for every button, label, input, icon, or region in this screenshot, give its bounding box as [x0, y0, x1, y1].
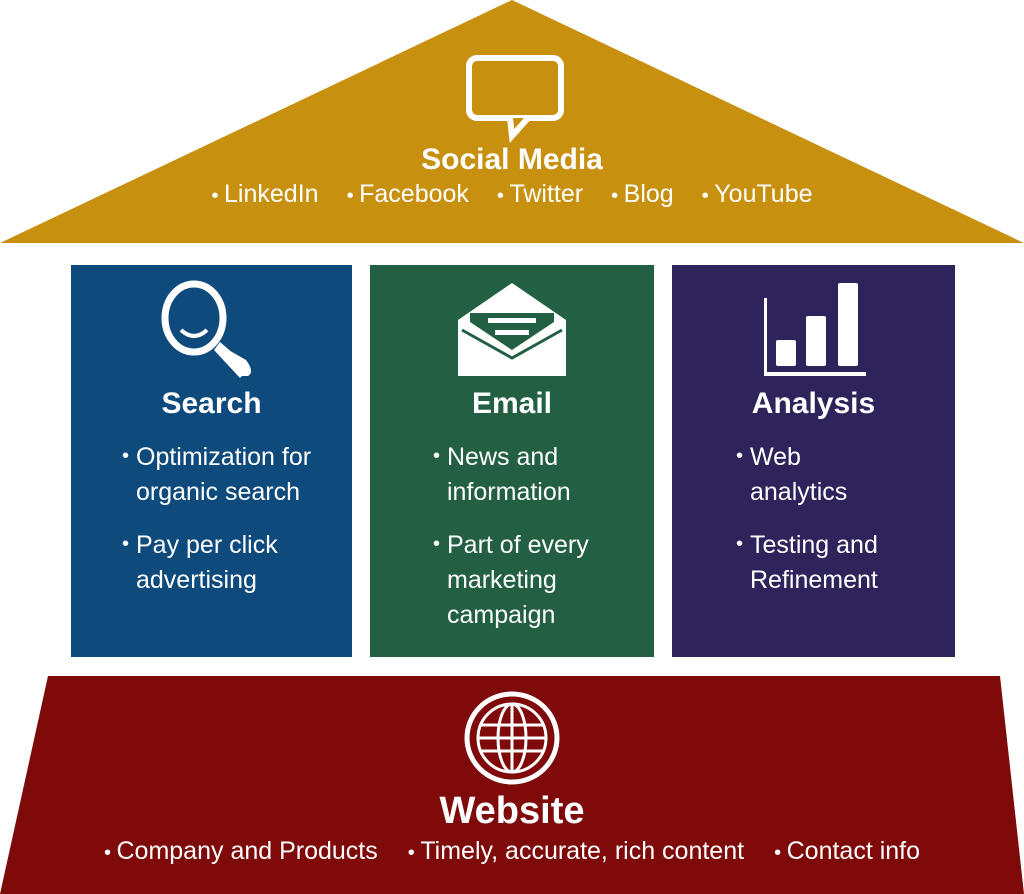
magnifier-icon: [161, 280, 252, 378]
social-item: Twitter: [497, 180, 583, 209]
envelope-icon: [458, 283, 566, 376]
social-media-title: Social Media: [421, 143, 603, 176]
search-list: Optimization for organic search Pay per …: [122, 439, 347, 616]
analysis-list: Web analytics Testing and Refinement: [736, 439, 906, 616]
analysis-title: Analysis: [751, 387, 876, 420]
website-item: Contact info: [774, 837, 920, 866]
list-item: Web analytics: [736, 439, 860, 510]
website-item: Timely, accurate, rich content: [408, 837, 744, 866]
website-title: Website: [439, 790, 585, 832]
search-title: Search: [161, 387, 262, 420]
list-item: Optimization for organic search: [122, 439, 347, 510]
email-pillar-content: Email News and information Part of every…: [370, 265, 654, 657]
email-list: News and information Part of every marke…: [433, 439, 613, 651]
bar-chart-icon: [764, 283, 866, 376]
social-item: Blog: [611, 180, 674, 209]
social-item: YouTube: [702, 180, 812, 209]
search-pillar-content: Search Optimization for organic search P…: [71, 265, 352, 657]
website-list: Company and Products Timely, accurate, r…: [0, 837, 1024, 866]
speech-bubble-icon: [466, 55, 564, 144]
list-item: News and information: [433, 439, 613, 510]
email-title: Email: [471, 387, 553, 420]
website-item: Company and Products: [104, 837, 378, 866]
social-item: LinkedIn: [211, 180, 319, 209]
social-item: Facebook: [347, 180, 469, 209]
list-item: Part of every marketing campaign: [433, 527, 613, 633]
social-media-list: LinkedIn Facebook Twitter Blog YouTube: [0, 180, 1024, 209]
list-item: Pay per click advertising: [122, 527, 347, 598]
list-item: Testing and Refinement: [736, 527, 906, 598]
globe-icon: [464, 691, 560, 785]
analysis-pillar-content: Analysis Web analytics Testing and Refin…: [672, 265, 955, 657]
